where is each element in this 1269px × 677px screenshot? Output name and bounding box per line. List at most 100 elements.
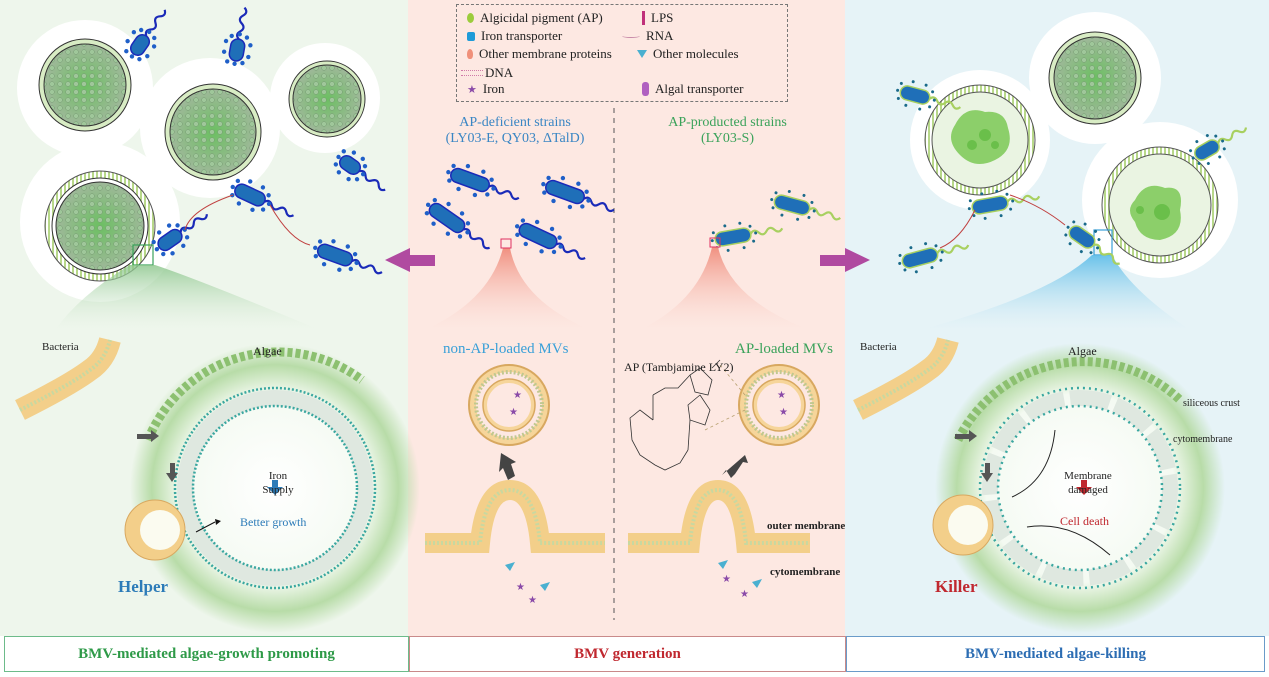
iron-icon: ★ (777, 390, 786, 401)
algae-cell (288, 60, 366, 138)
zoom-cone (55, 265, 320, 330)
legend-item: DNA (461, 65, 513, 81)
iron-icon: ★ (722, 574, 731, 585)
damaged-algae-cell (924, 84, 1036, 196)
legend-item: Algal transporter (642, 81, 743, 97)
path-arrow (939, 209, 976, 249)
algae-cell (38, 38, 132, 132)
cytomembrane-label: cytomembrane (1173, 434, 1233, 445)
iron-supply-label: Iron Supply (262, 470, 294, 496)
legend-item: Other membrane proteins (467, 46, 612, 62)
iron-icon: ★ (467, 83, 477, 96)
zoom-cone (425, 248, 590, 330)
ap-deficient-bacterium (541, 175, 615, 213)
algae-cell (164, 83, 262, 181)
lps-icon (642, 11, 645, 25)
legend-item: Other molecules (637, 46, 739, 62)
left-arrow-icon (385, 248, 435, 272)
other-molecules-icon (540, 582, 550, 591)
dashed-arrow (955, 430, 993, 482)
ap-producing-bacterium (1064, 220, 1120, 265)
algae-cell-wall (143, 347, 365, 442)
ap-producing-bacterium (710, 221, 784, 252)
legend: Algicidal pigment (AP) LPS Iron transpor… (456, 4, 788, 102)
path-arrow (1009, 194, 1066, 226)
legend-item: LPS (642, 10, 673, 26)
ap-deficient-bacteria-group (124, 6, 386, 275)
bacteria-label: Bacteria (42, 341, 79, 353)
path-arrow (184, 194, 234, 231)
killer-scene (853, 336, 1225, 633)
ap-deficient-title: AP-deficient strains (LY03-E, QY03, ΔTal… (445, 115, 585, 146)
zoom-cone (640, 247, 810, 330)
section-label-bmv-generation: BMV generation (409, 636, 846, 672)
ap-producing-bacteria-group (896, 80, 1248, 274)
iron-icon: ★ (509, 407, 518, 418)
ap-producing-title: AP-producted strains (LY03-S) (668, 115, 787, 146)
non-ap-vesicle (468, 364, 550, 446)
iron-icon: ★ (779, 407, 788, 418)
siliceous-crust-label: siliceous crust (1183, 398, 1240, 409)
up-arrow-icon (722, 455, 748, 478)
bacteria-group (424, 163, 841, 260)
budding-membrane-right (628, 455, 810, 553)
legend-item: Algicidal pigment (AP) (467, 10, 603, 26)
ap-deficient-bacterium (446, 163, 520, 201)
helper-label: Helper (118, 577, 169, 596)
algae-cell (44, 170, 156, 282)
path-arrow (269, 204, 311, 246)
ap-deficient-bacterium (221, 6, 253, 66)
right-algae-cluster (910, 12, 1238, 330)
membrane-damaged-label: Membrane damaged (1064, 470, 1112, 496)
section-label-algae-killing: BMV-mediated algae-killing (846, 636, 1265, 672)
ap-deficient-bacterium (313, 239, 383, 275)
outer-membrane-label: outer membrane (767, 520, 846, 532)
rna-icon (622, 34, 640, 38)
algae-cell (1048, 31, 1142, 125)
down-arrow-icon (1076, 480, 1092, 495)
iron-icon: ★ (528, 595, 537, 606)
right-arrow-icon (820, 248, 870, 272)
dna-icon (461, 70, 483, 76)
ap-producing-bacterium (898, 242, 970, 274)
algal-transporter-icon (642, 82, 649, 96)
ap-vesicle (738, 364, 820, 446)
algae-label: Algae (253, 344, 282, 358)
ap-producing-bacterium (896, 80, 962, 111)
ap-deficient-bacterium (230, 178, 294, 218)
other-molecules-icon (637, 50, 647, 58)
better-growth-label: Better growth (240, 515, 307, 529)
legend-item: RNA (622, 28, 673, 44)
ap-deficient-bacterium (151, 214, 208, 257)
legend-item: ★ Iron (467, 81, 505, 96)
down-arrow-icon (267, 480, 283, 495)
section-label-growth-promoting: BMV-mediated algae-growth promoting (4, 636, 409, 672)
iron-icon: ★ (513, 390, 522, 401)
ap-producing-bacterium (1189, 127, 1248, 165)
tambjamine-structure (629, 359, 746, 471)
iron-transporter-icon (467, 31, 475, 41)
other-membrane-proteins-icon (467, 49, 473, 59)
ap-compound-label: AP (Tambjamine LY2) (624, 360, 734, 374)
cytomembrane-label: cytomembrane (770, 566, 841, 578)
algae-label: Algae (1068, 344, 1097, 358)
ap-deficient-bacterium (514, 218, 586, 260)
ap-producing-bacterium (967, 189, 1041, 220)
iron-icon: ★ (516, 582, 525, 593)
other-molecules-icon (752, 579, 762, 588)
algicidal-pigment-icon (467, 13, 474, 23)
dashed-arrow (137, 430, 178, 482)
ap-deficient-bacterium (333, 149, 386, 192)
ap-deficient-bacterium (424, 197, 490, 250)
illustration: ★★★★★★★★ (15, 6, 1248, 633)
other-molecules-icon (505, 562, 515, 571)
algae-cell-wall (953, 357, 1184, 442)
damaged-algae-cell (1101, 146, 1219, 264)
legend-item: Iron transporter (467, 28, 562, 44)
non-ap-mvs-label: non-AP-loaded MVs (443, 341, 569, 357)
up-arrow-icon (499, 453, 516, 480)
zoom-cone (920, 255, 1190, 330)
budding-membrane-left (425, 453, 605, 553)
other-molecules-icon (718, 560, 728, 569)
helper-scene (15, 336, 420, 633)
